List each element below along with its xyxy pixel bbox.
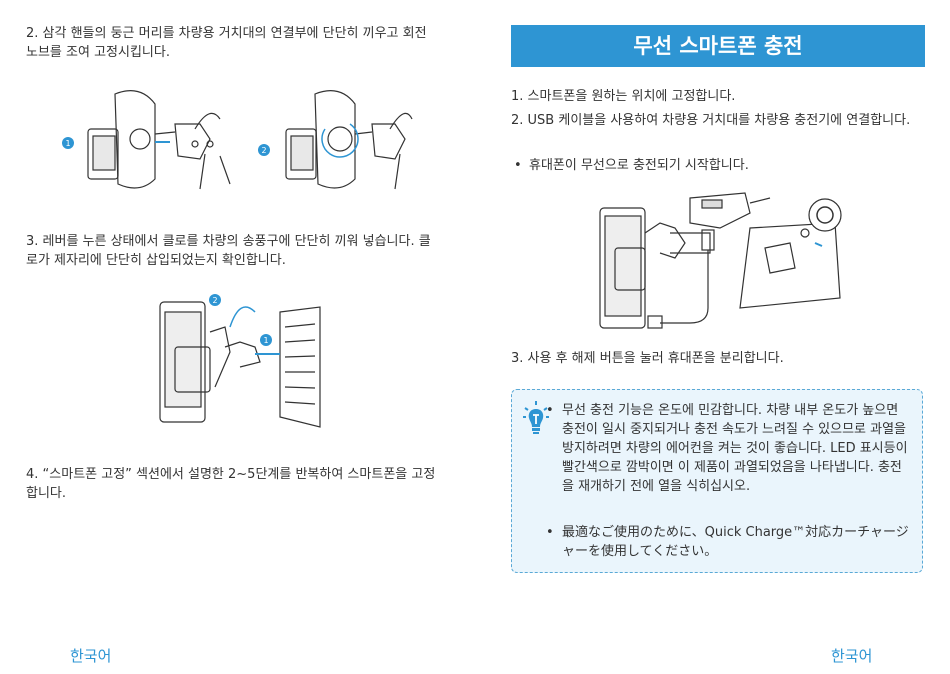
step-3-text: 3. 레버를 누른 상태에서 클로를 차량의 송풍구에 단단히 끼워 넣습니다.…: [26, 234, 431, 268]
fig2-badge-2: 2: [212, 296, 217, 305]
step-2-text: 2. 삼각 핸들의 둥근 머리를 차량용 거치대의 연결부에 단단히 끼우고 회…: [26, 26, 427, 60]
fig1-badge-1: 1: [65, 139, 70, 148]
fig2-badge-1: 1: [263, 336, 268, 345]
footer-language-right: 한국어: [831, 647, 873, 665]
section-title: 무선 스마트폰 충전: [511, 25, 925, 67]
mount-assembly-illustration: 1 2: [62, 90, 413, 190]
charging-step-1: 1. 스마트폰을 원하는 위치에 고정합니다.: [511, 89, 736, 104]
charging-step-3: 3. 사용 후 해제 버튼을 눌러 휴대폰을 분리합니다.: [511, 351, 784, 366]
tip-item-1: 무선 충전 기능은 온도에 민감합니다. 차량 내부 온도가 높으면 충전이 일…: [546, 401, 912, 496]
fig1-badge-2: 2: [261, 146, 266, 155]
step-4-text: 4. “스마트폰 고정” 섹션에서 설명한 2~5단계를 반복하여 스마트폰을 …: [26, 467, 436, 501]
charging-bullet: 휴대폰이 무선으로 충전되기 시작합니다.: [511, 156, 925, 175]
footer-language-left: 한국어: [70, 647, 112, 665]
charging-step-2: 2. USB 케이블을 사용하여 차량용 거치대를 차량용 충전기에 연결합니다…: [511, 113, 911, 128]
vent-clip-illustration: 2 1: [159, 294, 321, 428]
tip-item-2: 最適なご使用のために、Quick Charge™対応カーチャージャーを使用してく…: [546, 523, 912, 561]
tip-box: 무선 충전 기능은 온도에 민감합니다. 차량 내부 온도가 높으면 충전이 일…: [511, 389, 923, 573]
charging-bullet-text: 휴대폰이 무선으로 충전되기 시작합니다.: [529, 158, 749, 173]
wireless-charging-illustration: [599, 192, 842, 329]
